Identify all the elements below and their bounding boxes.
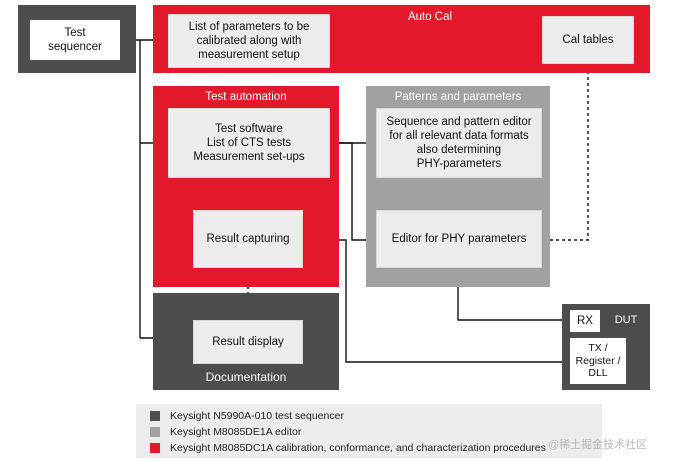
- dut-title: DUT: [614, 314, 638, 326]
- documentation-title: Documentation: [205, 370, 287, 384]
- sequence-editor-box: Sequence and pattern editor for all rele…: [376, 108, 542, 178]
- legend-swatch-dark: [150, 411, 160, 421]
- legend-item-procedures: Keysight M8085DC1A calibration, conforma…: [150, 442, 546, 454]
- test-software-box: Test software List of CTS tests Measurem…: [168, 108, 330, 178]
- test-automation-title: Test automation: [205, 91, 287, 103]
- rx-box: RX: [570, 310, 600, 332]
- patterns-title: Patterns and parameters: [394, 91, 522, 103]
- phy-editor-box: Editor for PHY parameters: [376, 210, 542, 268]
- legend-label: Keysight M8085DE1A editor: [170, 426, 302, 438]
- arrow-software-to-phy-editor: [330, 142, 377, 244]
- legend-swatch-grey: [150, 427, 160, 437]
- legend-label: Keysight N5990A-010 test sequencer: [170, 410, 344, 422]
- legend-item-editor: Keysight M8085DE1A editor: [150, 426, 301, 438]
- tx-register-box: TX / Register / DLL: [570, 338, 626, 384]
- dotted-cal-tables-to-phy-editor: [541, 58, 592, 244]
- result-capturing-box: Result capturing: [193, 210, 303, 268]
- auto-cal-title: Auto Cal: [407, 11, 453, 23]
- param-list-box: List of parameters to be calibrated alon…: [168, 14, 330, 68]
- result-display-box: Result display: [193, 320, 303, 364]
- watermark-text: @稀土掘金技术社区: [548, 439, 648, 451]
- cal-tables-box: Cal tables: [542, 16, 634, 64]
- legend-item-sequencer: Keysight N5990A-010 test sequencer: [150, 410, 344, 422]
- legend-swatch-red: [150, 443, 160, 453]
- legend: Keysight N5990A-010 test sequencer Keysi…: [136, 404, 602, 458]
- legend-label: Keysight M8085DC1A calibration, conforma…: [170, 442, 546, 454]
- test-sequencer-box: Test sequencer: [30, 20, 120, 60]
